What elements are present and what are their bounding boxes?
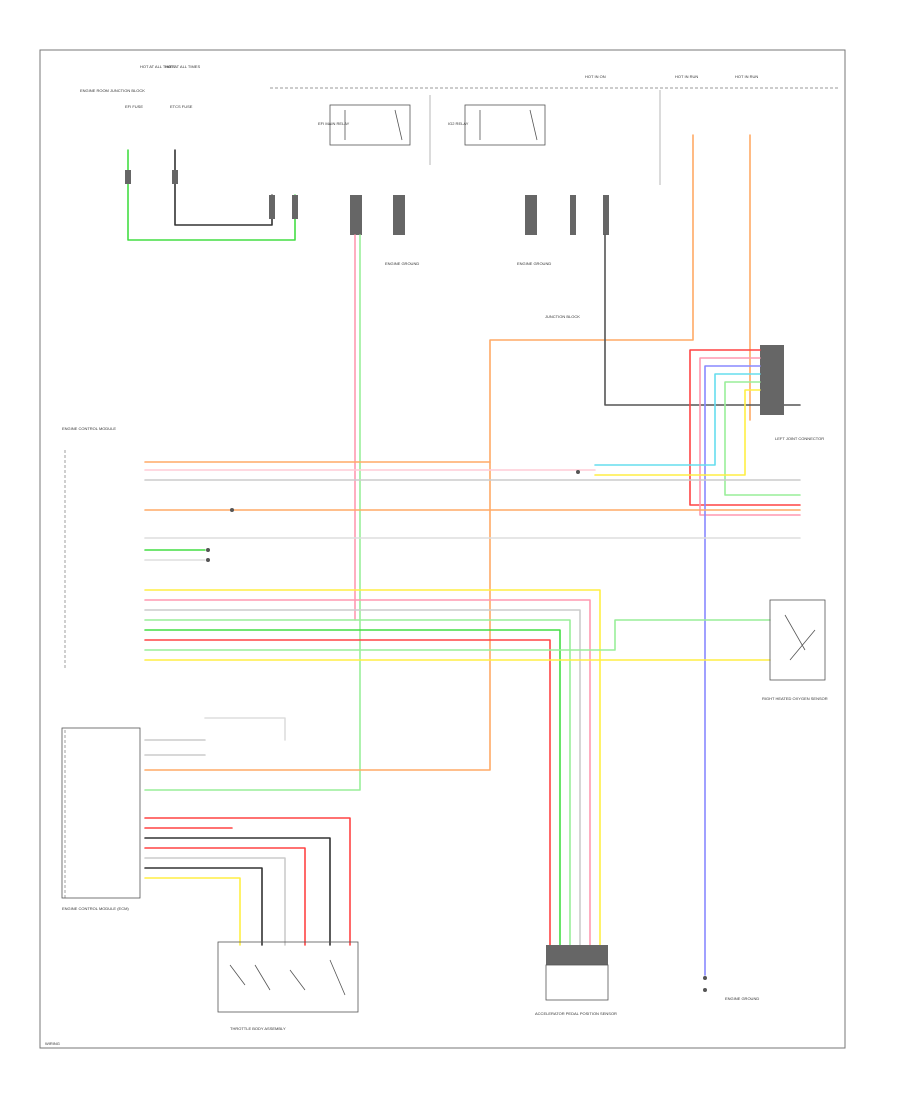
splice-dot <box>206 558 210 562</box>
splice-dot <box>206 548 210 552</box>
right-sensor: RIGHT HEATED OXYGEN SENSOR <box>762 599 828 701</box>
eng-fuse-label: ETCS FUSE <box>170 104 193 109</box>
svg-text:ACCELERATOR PEDAL POSITION SEN: ACCELERATOR PEDAL POSITION SENSOR <box>535 1011 617 1016</box>
svg-text:RIGHT HEATED OXYGEN SENSOR: RIGHT HEATED OXYGEN SENSOR <box>762 696 828 701</box>
ecm-label: ENGINE CONTROL MODULE (ECM) <box>62 906 129 911</box>
svg-text:EFI MAIN RELAY: EFI MAIN RELAY <box>318 121 350 126</box>
ground-1-label: ENGINE GROUND <box>385 261 419 266</box>
top-fuse-label-1: HOT AT ALL TIMES <box>140 64 175 69</box>
jb-label: JUNCTION BLOCK <box>545 314 580 319</box>
wire-red-right <box>689 349 801 506</box>
connector <box>292 195 298 219</box>
wire-yellow-l1 <box>144 877 241 946</box>
top-fuse-label-2: HOT AT ALL TIMES <box>165 64 200 69</box>
connector <box>269 195 275 219</box>
ground-bot-label: ENGINE GROUND <box>725 996 759 1001</box>
right-connector <box>760 345 784 415</box>
wire-red-l1 <box>144 817 351 946</box>
wire-cyan-right <box>594 373 761 466</box>
wire-black-l1 <box>144 837 331 946</box>
svg-text:THROTTLE BODY ASSEMBLY: THROTTLE BODY ASSEMBLY <box>230 1026 286 1031</box>
wire-gray-l4 <box>144 857 286 946</box>
connector <box>172 170 178 184</box>
ecu-left-label: ENGINE CONTROL MODULE <box>62 426 116 431</box>
ground-symbol <box>703 988 707 992</box>
wire-gray-l3 <box>204 717 286 741</box>
wire-pink-right <box>699 357 801 516</box>
splice-dot <box>230 508 234 512</box>
engine-room-jb-label: ENGINE ROOM JUNCTION BLOCK <box>80 88 145 93</box>
top-fuse-label-4: HOT IN RUN <box>675 74 698 79</box>
connector <box>570 195 576 235</box>
wire-black-top <box>174 149 273 226</box>
ecm-fuse-label: EFI FUSE <box>125 104 143 109</box>
wire-green-b1 <box>144 619 571 946</box>
top-fuse-label-3: HOT IN ON <box>585 74 606 79</box>
wire-red-l3 <box>144 847 306 946</box>
connector <box>350 195 362 235</box>
connector <box>525 195 537 235</box>
footer-label: WIRING <box>45 1041 60 1046</box>
ground-symbol <box>703 976 707 980</box>
left-joint-label: LEFT JOINT CONNECTOR <box>775 436 824 441</box>
splice-dot <box>576 470 580 474</box>
wire-black-l2 <box>144 867 263 946</box>
wire-green-long <box>144 234 361 791</box>
ground-2-label: ENGINE GROUND <box>517 261 551 266</box>
connector <box>393 195 405 235</box>
wire-green-right <box>724 381 801 496</box>
diagram-frame <box>39 49 846 1049</box>
relay-1: EFI MAIN RELAY <box>318 104 411 146</box>
relay-2: IG2 RELAY <box>448 104 546 146</box>
ecm-box <box>61 727 141 899</box>
wire-orange-1 <box>144 134 694 771</box>
svg-text:IG2 RELAY: IG2 RELAY <box>448 121 469 126</box>
wire-gray-b1 <box>144 609 581 946</box>
top-fuse-label-5: HOT IN RUN <box>735 74 758 79</box>
wire-lightgreen-b1 <box>144 629 561 946</box>
wire-yellow-right <box>594 389 761 476</box>
wire-yellow-b1 <box>144 589 601 946</box>
connector <box>125 170 131 184</box>
wire-green-sensor <box>144 619 771 651</box>
accel-sensor: ACCELERATOR PEDAL POSITION SENSOR <box>535 945 617 1016</box>
throttle-body: THROTTLE BODY ASSEMBLY <box>217 941 359 1031</box>
wire-pink-b1 <box>144 599 591 946</box>
connector <box>603 195 609 235</box>
wire-red-b1 <box>144 639 551 946</box>
wire-blue-right <box>704 365 761 976</box>
wire-black-jb <box>604 234 801 406</box>
